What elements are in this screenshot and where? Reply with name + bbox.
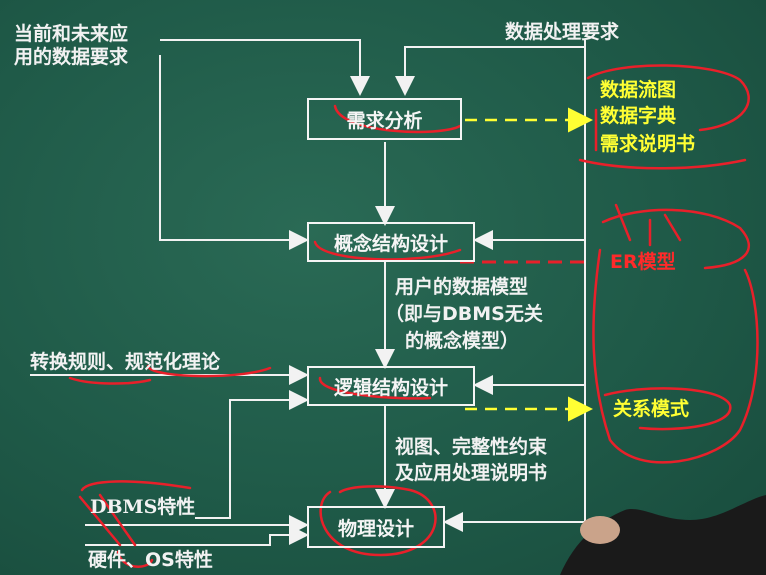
red-scribble-er <box>601 208 751 270</box>
user-model-line1: 用户的数据模型 <box>395 276 529 298</box>
red-circle-relational <box>603 387 732 431</box>
arrow-data-req-to-conceptual <box>159 55 309 250</box>
stage-requirements-analysis: 需求分析 <box>307 98 462 140</box>
red-marks-dbms <box>78 493 137 547</box>
input-dbms-features: DBMS特性 <box>90 496 196 518</box>
red-er-letters <box>614 203 682 247</box>
red-underline-analysis <box>333 104 462 134</box>
red-underline-logical <box>318 376 432 400</box>
red-circle-docs <box>586 64 750 132</box>
red-mark-hw <box>116 550 154 568</box>
input-conversion-rules: 转换规则、规范化理论 <box>30 351 221 373</box>
presenter-hand <box>560 495 766 575</box>
input-data-req-line2: 用的数据要求 <box>14 46 129 68</box>
input-data-processing: 数据处理要求 <box>505 21 620 43</box>
output-data-dictionary: 数据字典 <box>600 105 677 127</box>
red-underline-normalization <box>146 364 272 378</box>
output-dfd: 数据流图 <box>600 79 677 101</box>
stage-logical-design: 逻辑结构设计 <box>307 366 475 406</box>
red-underline-conceptual <box>313 240 462 261</box>
red-underline-rules <box>68 376 152 385</box>
user-model-line2: （即与DBMS无关 <box>385 303 543 325</box>
output-er-model: ER模型 <box>610 251 676 273</box>
output-relational-schema: 关系模式 <box>613 398 690 420</box>
arrow-hw-to-physical <box>85 525 309 546</box>
output-requirements-spec: 需求说明书 <box>600 133 696 155</box>
stage-physical-design: 物理设计 <box>307 506 445 548</box>
red-circle-physical <box>319 485 437 557</box>
red-arc-dbms <box>80 480 192 492</box>
user-model-line3: 的概念模型） <box>405 330 520 352</box>
views-line2: 及应用处理说明书 <box>395 462 548 484</box>
input-data-req-line1: 当前和未来应 <box>14 23 129 45</box>
arrow-processing-to-analysis <box>395 46 585 96</box>
views-line1: 视图、完整性约束 <box>395 436 548 458</box>
stage-conceptual-design: 概念结构设计 <box>307 222 475 262</box>
arrow-data-req-to-analysis <box>160 39 370 96</box>
presenter-fingers <box>580 516 620 544</box>
arrow-dbms-to-logical <box>195 390 309 519</box>
red-underline-docs <box>578 158 747 170</box>
red-ellipse-right <box>592 248 759 464</box>
input-hardware-os: 硬件、OS特性 <box>88 549 213 571</box>
